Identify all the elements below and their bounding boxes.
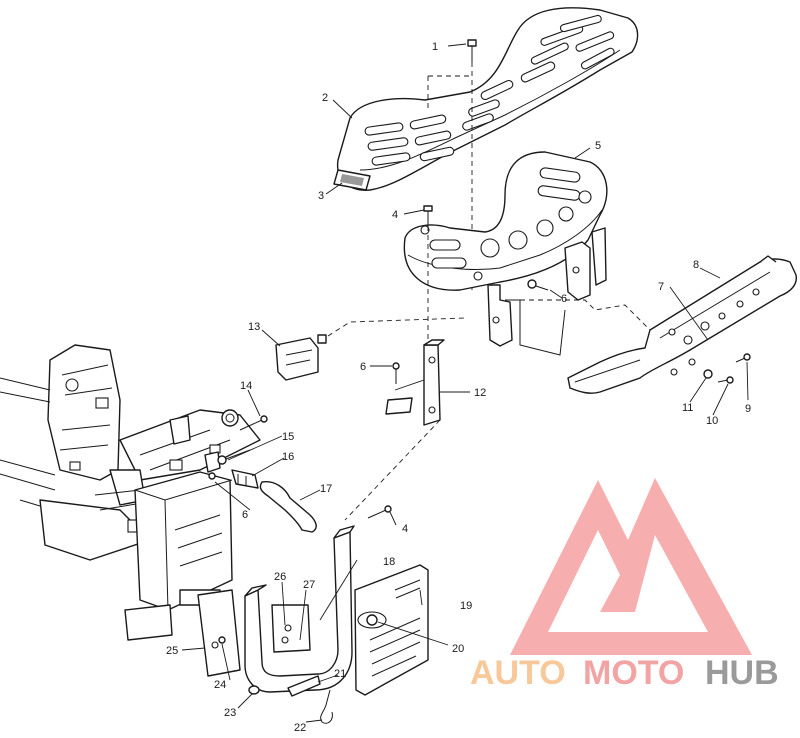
callout-26: 26 bbox=[274, 571, 286, 583]
part-rack-top bbox=[336, 7, 639, 191]
callout-15: 15 bbox=[282, 431, 294, 443]
part-vehicle-chassis bbox=[0, 344, 261, 561]
callout-4b: 4 bbox=[402, 523, 408, 535]
callout-23: 23 bbox=[224, 707, 236, 719]
callout-20: 20 bbox=[452, 643, 464, 655]
callout-14: 14 bbox=[240, 380, 252, 392]
part-bumper bbox=[567, 255, 797, 394]
callout-6a: 6 bbox=[360, 361, 366, 373]
watermark-word-hub: HUB bbox=[705, 654, 779, 692]
part-bolt-24 bbox=[218, 636, 226, 644]
callout-6c: 6 bbox=[242, 509, 248, 521]
part-bolt-6c bbox=[208, 472, 216, 480]
watermark-logo: AUTO MOTO HUB bbox=[470, 478, 779, 692]
part-plate-19 bbox=[354, 564, 429, 696]
callout-4a: 4 bbox=[392, 209, 398, 221]
part-side-plate-25 bbox=[197, 589, 241, 677]
part-bolt-6a bbox=[392, 362, 400, 384]
part-bushing-20 bbox=[366, 614, 378, 626]
part-bolt-6b bbox=[527, 279, 549, 291]
callout-9: 9 bbox=[745, 403, 751, 415]
callout-1: 1 bbox=[432, 41, 438, 53]
callout-17: 17 bbox=[320, 483, 332, 495]
part-rack-frame bbox=[403, 151, 608, 356]
part-fasteners-bumper bbox=[703, 353, 751, 384]
callout-25: 25 bbox=[166, 645, 178, 657]
part-hitch-pin bbox=[287, 675, 333, 724]
callout-13: 13 bbox=[248, 321, 260, 333]
callout-12: 12 bbox=[474, 387, 486, 399]
callout-11: 11 bbox=[682, 402, 693, 414]
callout-5: 5 bbox=[595, 140, 601, 152]
part-bolt-14 bbox=[239, 415, 268, 431]
part-hose-17 bbox=[259, 481, 317, 533]
part-washer-23 bbox=[248, 685, 260, 695]
leader-lines bbox=[181, 43, 749, 723]
watermark-word-auto: AUTO bbox=[470, 654, 566, 692]
part-bolt-4b bbox=[367, 505, 392, 519]
part-fitting-15 bbox=[204, 449, 251, 473]
callout-19: 19 bbox=[460, 600, 472, 612]
part-hitch-bracket bbox=[244, 525, 355, 693]
callout-8: 8 bbox=[693, 259, 699, 271]
callout-22: 22 bbox=[294, 722, 306, 733]
part-bolt-4a bbox=[423, 205, 433, 345]
callout-2: 2 bbox=[322, 92, 328, 104]
callout-27: 27 bbox=[303, 579, 315, 591]
watermark-word-moto: MOTO bbox=[583, 654, 684, 692]
watermark-triangle-icon bbox=[510, 478, 752, 655]
part-bracket-12 bbox=[385, 339, 445, 426]
part-connector-16 bbox=[231, 469, 259, 489]
callout-24: 24 bbox=[214, 679, 226, 691]
callout-3: 3 bbox=[318, 190, 324, 202]
callout-7: 7 bbox=[658, 281, 664, 293]
callout-16: 16 bbox=[282, 451, 294, 463]
callout-labels: 1 2 3 4 5 6 6 7 8 9 10 11 12 13 14 15 16… bbox=[166, 41, 751, 734]
callout-10: 10 bbox=[706, 415, 718, 427]
callout-6b: 6 bbox=[561, 293, 567, 305]
callout-21: 21 bbox=[334, 668, 346, 680]
part-tail-light bbox=[275, 317, 466, 381]
callout-18: 18 bbox=[383, 556, 395, 568]
part-pad-3 bbox=[333, 169, 371, 191]
